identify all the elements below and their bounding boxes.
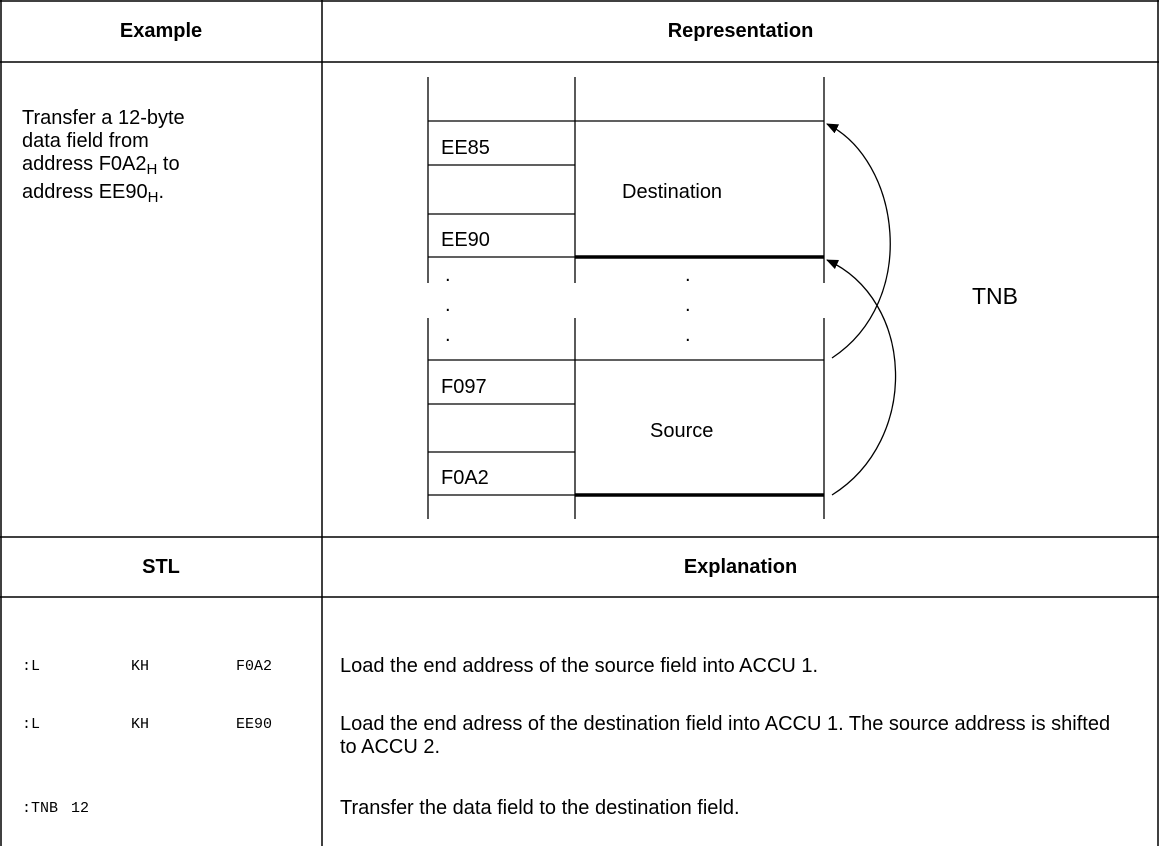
header-representation: Representation bbox=[667, 20, 814, 42]
ellipsis-dot: . bbox=[445, 294, 451, 316]
address-f0a2: F0A2 bbox=[441, 467, 489, 489]
example-line-4: address EE90H. bbox=[22, 181, 312, 209]
example-line-3: address F0A2H to bbox=[22, 153, 312, 181]
stl-explanation: Load the end address of the source field… bbox=[340, 655, 819, 677]
arrow-source-end-to-destination-end bbox=[826, 259, 897, 496]
example-line-3-sub: H bbox=[146, 161, 158, 178]
operation-label: TNB bbox=[972, 283, 1018, 309]
ellipsis-dot: . bbox=[685, 264, 691, 286]
ellipsis-dot: . bbox=[685, 294, 691, 316]
stl-argument-1: KH bbox=[131, 658, 150, 675]
header-example: Example bbox=[119, 20, 203, 42]
stl-operation: :L bbox=[22, 716, 41, 733]
address-f097: F097 bbox=[441, 376, 487, 398]
example-line-1: Transfer a 12-byte bbox=[22, 107, 185, 129]
example-description: Transfer a 12-byte data field from addre… bbox=[22, 107, 312, 209]
stl-argument-2: EE90 bbox=[236, 716, 273, 733]
ellipsis-dot: . bbox=[685, 324, 691, 346]
stl-operation: :TNB bbox=[22, 800, 59, 817]
header-stl: STL bbox=[142, 556, 180, 578]
example-line-4-prefix: address EE90 bbox=[22, 181, 148, 203]
example-line-4-sub: H bbox=[147, 189, 159, 206]
stl-explanation: Load the end adress of the destination f… bbox=[340, 713, 1111, 758]
example-line-2: data field from bbox=[22, 130, 149, 152]
stl-explanation: Transfer the data field to the destinati… bbox=[340, 797, 740, 819]
source-label: Source bbox=[650, 420, 713, 442]
destination-label: Destination bbox=[622, 181, 722, 203]
address-ee85: EE85 bbox=[441, 137, 490, 159]
ellipsis-dot: . bbox=[445, 264, 451, 286]
arrow-source-start-to-destination-start bbox=[826, 123, 891, 359]
stl-operation: :L bbox=[22, 658, 41, 675]
example-line-3-suffix: to bbox=[157, 153, 180, 175]
address-ee90: EE90 bbox=[441, 229, 490, 251]
header-explanation: Explanation bbox=[683, 556, 798, 578]
stl-argument-2: F0A2 bbox=[236, 658, 273, 675]
ellipsis-dot: . bbox=[445, 324, 451, 346]
example-line-4-suffix: . bbox=[158, 181, 165, 203]
memory-diagram: EE85 EE90 F097 F0A2 Destination Source T… bbox=[427, 77, 1018, 519]
example-line-3-prefix: address F0A2 bbox=[22, 153, 147, 175]
stl-argument-1: 12 bbox=[71, 800, 90, 817]
stl-argument-1: KH bbox=[131, 716, 150, 733]
